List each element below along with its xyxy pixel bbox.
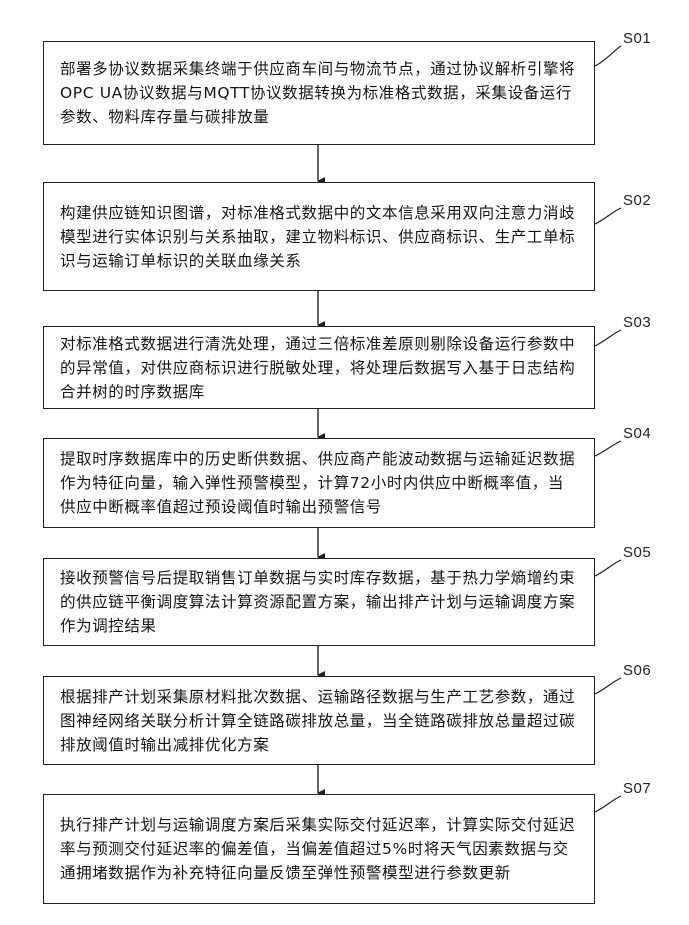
- step-text-s03: 对标准格式数据进行清洗处理，通过三倍标准差原则剔除设备运行参数中的异常值，对供应…: [60, 332, 580, 404]
- step-box-s03: 对标准格式数据进行清洗处理，通过三倍标准差原则剔除设备运行参数中的异常值，对供应…: [43, 326, 595, 409]
- step-label-s07: S07: [623, 780, 651, 797]
- step-box-s05: 接收预警信号后提取销售订单数据与实时库存数据，基于热力学熵增约束的供应链平衡调度…: [43, 558, 595, 646]
- step-label-s04: S04: [623, 425, 651, 442]
- step-box-s02: 构建供应链知识图谱，对标准格式数据中的文本信息采用双向注意力消歧模型进行实体识别…: [43, 182, 595, 291]
- step-text-s02: 构建供应链知识图谱，对标准格式数据中的文本信息采用双向注意力消歧模型进行实体识别…: [60, 201, 580, 273]
- leader-s01: [595, 46, 621, 66]
- leader-s04: [595, 441, 621, 456]
- step-text-s06: 根据排产计划采集原材料批次数据、运输路径数据与生产工艺参数，通过图神经网络关联分…: [60, 685, 580, 757]
- step-text-s05: 接收预警信号后提取销售订单数据与实时库存数据，基于热力学熵增约束的供应链平衡调度…: [60, 566, 580, 638]
- step-label-s03: S03: [623, 314, 651, 331]
- leader-s03: [595, 330, 621, 346]
- step-text-s07: 执行排产计划与运输调度方案后采集实际交付延迟率，计算实际交付延迟率与预测交付延迟…: [60, 813, 580, 885]
- leader-s07: [595, 796, 621, 812]
- step-box-s04: 提取时序数据库中的历史断供数据、供应商产能波动数据与运输延迟数据作为特征向量，输…: [43, 438, 595, 528]
- step-label-s01: S01: [623, 30, 651, 47]
- step-label-s05: S05: [623, 544, 651, 561]
- step-box-s06: 根据排产计划采集原材料批次数据、运输路径数据与生产工艺参数，通过图神经网络关联分…: [43, 676, 595, 765]
- step-box-s07: 执行排产计划与运输调度方案后采集实际交付延迟率，计算实际交付延迟率与预测交付延迟…: [43, 794, 595, 904]
- step-box-s01: 部署多协议数据采集终端于供应商车间与物流节点，通过协议解析引擎将OPC UA协议…: [43, 41, 595, 145]
- step-label-s06: S06: [623, 662, 651, 679]
- leader-s02: [595, 208, 621, 224]
- step-text-s04: 提取时序数据库中的历史断供数据、供应商产能波动数据与运输延迟数据作为特征向量，输…: [60, 447, 580, 519]
- step-text-s01: 部署多协议数据采集终端于供应商车间与物流节点，通过协议解析引擎将OPC UA协议…: [60, 57, 580, 129]
- step-label-s02: S02: [623, 192, 651, 209]
- leader-s06: [595, 678, 621, 694]
- leader-s05: [595, 560, 621, 576]
